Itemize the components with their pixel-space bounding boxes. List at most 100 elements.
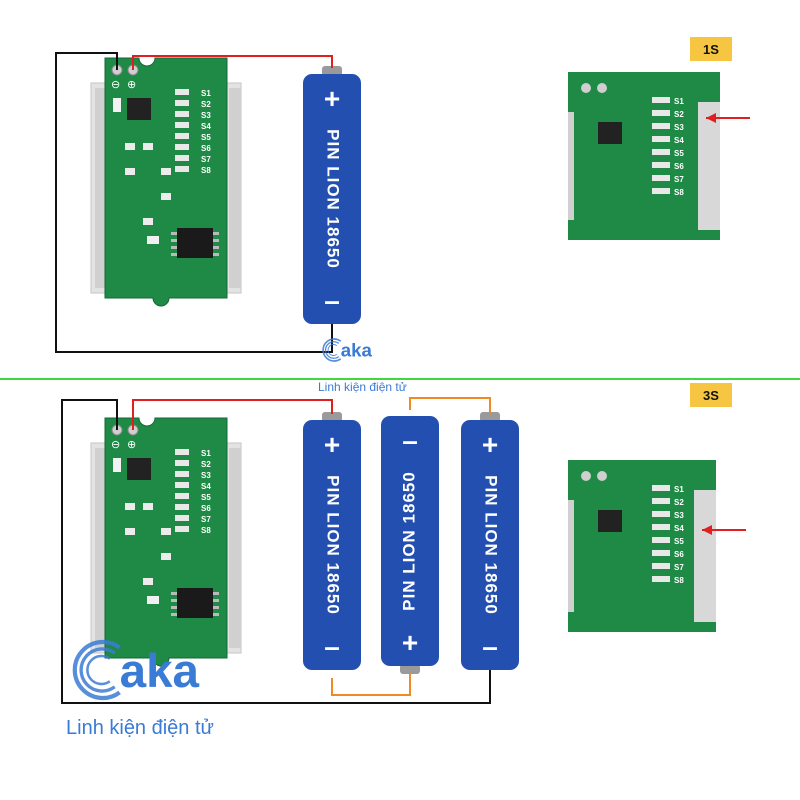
- inset-resistor: [652, 537, 670, 543]
- battery-body: [303, 74, 361, 324]
- smd-part: [125, 503, 135, 510]
- pin-label: S6: [201, 144, 211, 153]
- chip-pin: [171, 232, 177, 235]
- smd-resistor: [175, 515, 189, 521]
- smd-part: [125, 528, 135, 535]
- pin-label: S2: [201, 100, 211, 109]
- battery-terminal: [480, 412, 500, 422]
- inset-resistor: [652, 123, 670, 129]
- battery-top: +–PIN LION 18650: [303, 66, 361, 324]
- battery-label: PIN LION 18650: [324, 475, 343, 615]
- plus-terminal-label: +: [482, 429, 498, 460]
- smd-part: [161, 528, 171, 535]
- battery-body: [303, 420, 361, 670]
- inset-pin-label: S1: [674, 97, 684, 106]
- chip-pin: [213, 239, 219, 242]
- smd-resistor: [175, 471, 189, 477]
- inset-display-edge: [568, 112, 574, 220]
- arrow-head: [706, 113, 716, 123]
- logo-text: aka: [120, 645, 200, 698]
- controller-chip: [177, 228, 213, 258]
- pin-label: S2: [201, 460, 211, 469]
- inset-resistor: [652, 136, 670, 142]
- chip-pin: [213, 232, 219, 235]
- minus-terminal-label: –: [482, 631, 498, 662]
- pin-label: S8: [201, 166, 211, 175]
- plus-terminal-label: +: [324, 83, 340, 114]
- inset-display-edge: [694, 490, 716, 622]
- smd-part: [147, 596, 159, 604]
- regulator-chip: [127, 98, 151, 120]
- logo-arc: [324, 341, 340, 359]
- inset-pin-label: S1: [674, 485, 684, 494]
- battery-body: [381, 416, 439, 666]
- smd-resistor: [175, 449, 189, 455]
- pin-label: S4: [201, 482, 211, 491]
- wire-positive-top: [132, 55, 333, 70]
- inset-resistor: [652, 485, 670, 491]
- chip-pin: [213, 253, 219, 256]
- inset-resistor: [652, 498, 670, 504]
- badge-3s: 3S: [690, 383, 732, 407]
- smd-resistor: [175, 526, 189, 532]
- inset-resistor: [652, 550, 670, 556]
- display-edge-right: [229, 448, 241, 648]
- plus-terminal-label: +: [324, 429, 340, 460]
- inset-pin-label: S6: [674, 162, 684, 171]
- inset-pin-label: S7: [674, 175, 684, 184]
- smd-part: [161, 553, 171, 560]
- inset-resistor: [652, 563, 670, 569]
- display-edge-right: [229, 88, 241, 288]
- inset-pin-label: S2: [674, 110, 684, 119]
- controller-chip: [177, 588, 213, 618]
- chip-pin: [171, 613, 177, 616]
- inset-pin-label: S2: [674, 498, 684, 507]
- pos-symbol: ⊕: [127, 79, 136, 91]
- inset-resistor: [652, 524, 670, 530]
- battery-label: PIN LION 18650: [399, 471, 418, 611]
- pin-label: S3: [201, 471, 211, 480]
- inset-regulator: [598, 510, 622, 532]
- chip-pin: [171, 592, 177, 595]
- inset-resistor: [652, 511, 670, 517]
- pin-label: S4: [201, 122, 211, 131]
- inset-pin-label: S5: [674, 537, 684, 546]
- inset-regulator: [598, 122, 622, 144]
- inset-pad: [581, 471, 591, 481]
- smd-part: [125, 143, 135, 150]
- inset-pin-label: S4: [674, 136, 684, 145]
- inset-resistor: [652, 110, 670, 116]
- chip-pin: [213, 246, 219, 249]
- logo-arc: [79, 647, 116, 693]
- inset-pcb: [568, 72, 720, 240]
- section-divider: [0, 378, 800, 380]
- pin-label: S5: [201, 133, 211, 142]
- minus-terminal-label: –: [402, 425, 418, 456]
- inset-resistor: [652, 149, 670, 155]
- inset-resistor: [652, 162, 670, 168]
- smd-resistor: [175, 155, 189, 161]
- smd-resistor: [175, 460, 189, 466]
- display-edge-left: [95, 88, 105, 288]
- pin-label: S5: [201, 493, 211, 502]
- chip-pin: [213, 592, 219, 595]
- inset-pin-label: S6: [674, 550, 684, 559]
- logo-arc: [72, 639, 121, 701]
- smd-part: [143, 578, 153, 585]
- pin-label: S7: [201, 155, 211, 164]
- inset-pin-label: S3: [674, 511, 684, 520]
- logo-text: aka: [341, 340, 373, 361]
- pin-label: S6: [201, 504, 211, 513]
- smd-part: [161, 168, 171, 175]
- smd-part: [143, 503, 153, 510]
- smd-resistor: [175, 133, 189, 139]
- inset-resistor: [652, 97, 670, 103]
- smd-part: [125, 168, 135, 175]
- smd-resistor: [175, 111, 189, 117]
- chip-pin: [171, 599, 177, 602]
- gnd-symbol: ⊖: [111, 439, 120, 451]
- smd-resistor: [175, 166, 189, 172]
- inset-pad: [597, 83, 607, 93]
- battery-body: [461, 420, 519, 670]
